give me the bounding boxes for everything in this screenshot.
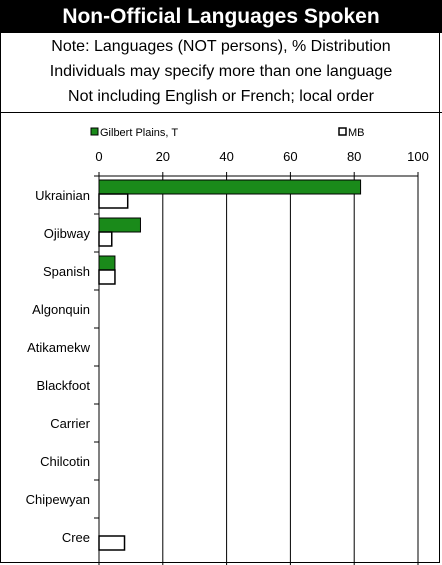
legend-swatch-0 — [90, 127, 99, 136]
page-title: Non-Official Languages Spoken — [0, 0, 442, 33]
x-tick-label: 80 — [347, 149, 361, 164]
category-label: Chilcotin — [40, 454, 90, 469]
category-label: Carrier — [50, 416, 90, 431]
legend-label: Gilbert Plains, T — [100, 127, 178, 139]
category-label: Spanish — [43, 264, 90, 279]
x-tick-label: 0 — [95, 149, 102, 164]
category-label: Atikamekw — [27, 340, 90, 355]
note-line-2: Individuals may specify more than one la… — [49, 63, 393, 80]
x-tick-label: 100 — [407, 149, 429, 164]
bar-gilbert-plains — [98, 179, 362, 195]
category-label: Chipewyan — [26, 492, 90, 507]
bar-mb — [98, 193, 129, 209]
category-label: Blackfoot — [37, 378, 91, 393]
legend-swatch-1 — [338, 127, 347, 136]
category-label: Algonquin — [32, 302, 90, 317]
x-tick-label: 40 — [219, 149, 233, 164]
legend-label: MB — [348, 127, 365, 139]
bar-mb — [98, 231, 113, 247]
bar-mb — [98, 269, 116, 285]
category-label: Cree — [62, 530, 90, 545]
bar-gilbert-plains — [98, 217, 141, 233]
bar-chart: Gilbert Plains, T MB 0 20 40 60 80 100Ukrainian… — [26, 127, 429, 565]
header-divider — [0, 112, 442, 113]
category-label: Ojibway — [44, 226, 91, 241]
x-tick-label: 60 — [283, 149, 297, 164]
note-line-3: Not including English or French; local o… — [68, 88, 374, 105]
bar-mb — [98, 535, 126, 551]
bar-gilbert-plains — [98, 255, 116, 271]
note-line-1: Note: Languages (NOT persons), % Distrib… — [51, 38, 391, 55]
category-label: Ukrainian — [35, 188, 90, 203]
x-tick-label: 20 — [156, 149, 170, 164]
